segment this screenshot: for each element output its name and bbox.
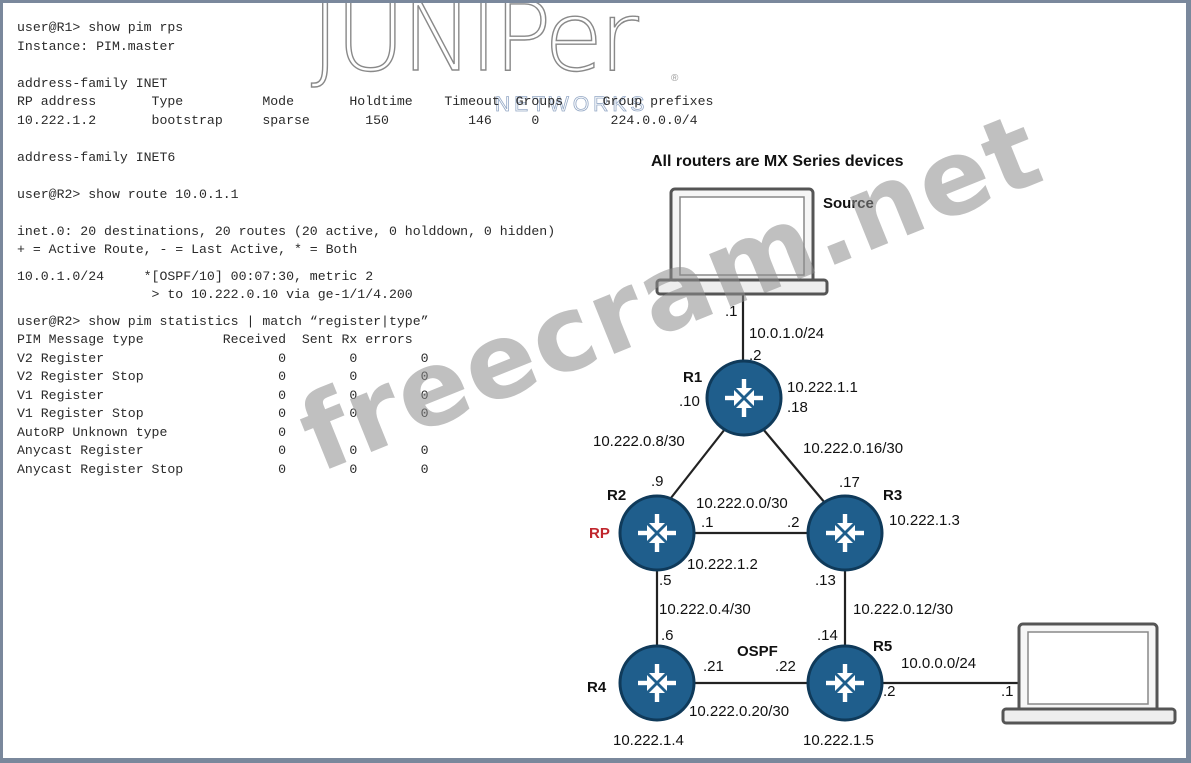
cli-line: user@R2> show pim statistics | match “re… [17, 313, 429, 329]
addr-r3-r2: .2 [787, 514, 800, 531]
addr-src-host: .1 [725, 303, 738, 320]
cli-line: V2 Register 0 0 0 [17, 350, 429, 366]
cli-line: AutoRP Unknown type 0 [17, 424, 287, 440]
router-icon-r3 [806, 494, 884, 572]
laptop-icon-receiver [1001, 622, 1177, 725]
subnet-src-r1: 10.0.1.0/24 [749, 325, 824, 342]
addr-r2-r1: .9 [651, 473, 664, 490]
addr-r3-r5: .13 [815, 572, 836, 589]
addr-r1-r3: .18 [787, 399, 808, 416]
router-name-r2: R2 [607, 487, 626, 504]
subnet-r3-r5: 10.222.0.12/30 [853, 601, 953, 618]
ospf-label: OSPF [737, 643, 778, 660]
cli-line: + = Active Route, - = Last Active, * = B… [17, 242, 358, 257]
subnet-r2-r3: 10.222.0.0/30 [696, 495, 788, 512]
cli-line: V2 Register Stop 0 0 0 [17, 369, 429, 384]
screenshot-frame: JUNIPer ® NETWORKS user@R1> show pim rps… [3, 3, 1186, 758]
network-diagram: Source .1 10.0.1.0/24 .2 R1 10.222.1.1 .… [587, 187, 1177, 749]
addr-r2-r4: .5 [659, 572, 672, 589]
router-name-r3: R3 [883, 487, 902, 504]
addr-r5-r4: .22 [775, 658, 796, 675]
cli-line: inet.0: 20 destinations, 20 routes (20 a… [17, 223, 556, 239]
addr-r1-r2: .10 [679, 393, 700, 410]
loopback-r1: 10.222.1.1 [787, 379, 858, 396]
links [655, 293, 1019, 685]
loopback-r3: 10.222.1.3 [889, 512, 960, 529]
cli-line: Anycast Register Stop 0 0 0 [17, 461, 429, 477]
router-name-r5: R5 [873, 638, 892, 655]
addr-r2-r3: .1 [701, 514, 714, 531]
router-icon-r2 [618, 494, 696, 572]
addr-r4-r2: .6 [661, 627, 674, 644]
cli-line: V1 Register Stop 0 0 0 [17, 406, 429, 421]
addr-r1-src: .2 [749, 347, 762, 364]
subnet-r1-r3: 10.222.0.16/30 [803, 440, 903, 457]
cli-line: V1 Register 0 0 0 [17, 387, 429, 403]
router-name-r4: R4 [587, 679, 607, 696]
cli-line: address-family INET [17, 75, 168, 91]
loopback-r4: 10.222.1.4 [613, 732, 684, 749]
cli-line: user@R2> show route 10.0.1.1 [17, 186, 239, 202]
loopback-r5: 10.222.1.5 [803, 732, 874, 749]
router-icon-r4 [618, 644, 696, 722]
cli-line: Instance: PIM.master [17, 38, 176, 54]
addr-r5-receiver: .2 [883, 683, 896, 700]
juniper-logo: JUNIPer [310, 3, 639, 93]
subnet-r4-r5: 10.222.0.20/30 [689, 703, 789, 720]
addr-r3-r1: .17 [839, 474, 860, 491]
router-name-r1: R1 [683, 369, 702, 386]
cli-line: user@R1> show pim rps [17, 20, 184, 35]
registered-mark: ® [671, 73, 679, 84]
addr-r5-r3: .14 [817, 627, 838, 644]
diagram-title: All routers are MX Series devices [651, 153, 904, 170]
cli-line: Anycast Register 0 0 0 [17, 443, 429, 458]
subnet-r1-r2: 10.222.0.8/30 [593, 433, 685, 450]
juniper-logo-networks: NETWORKS [495, 93, 649, 117]
subnet-r5-receiver: 10.0.0.0/24 [901, 655, 976, 672]
cli-line: 10.222.1.2 bootstrap sparse 150 146 0 22… [17, 112, 698, 128]
router-icon-r1 [705, 359, 783, 437]
cli-line: address-family INET6 [17, 149, 176, 165]
cli-line: PIM Message type Received Sent Rx errors [17, 332, 413, 347]
cli-line: > to 10.222.0.10 via ge-1/1/4.200 [17, 287, 413, 302]
addr-r4-r5: .21 [703, 658, 724, 675]
source-label: Source [823, 195, 874, 212]
cli-line: 10.0.1.0/24 *[OSPF/10] 00:07:30, metric … [17, 268, 374, 284]
laptop-icon-source [655, 187, 829, 296]
cli-line: RP address Type Mode Holdtime Timeout Gr… [17, 94, 714, 109]
link-r1-r3 [762, 428, 826, 504]
loopback-r2: 10.222.1.2 [687, 556, 758, 573]
subnet-r2-r4: 10.222.0.4/30 [659, 601, 751, 618]
addr-receiver-host: .1 [1001, 683, 1014, 700]
link-r1-r2 [666, 428, 726, 504]
rp-label: RP [589, 525, 610, 542]
router-icon-r5 [806, 644, 884, 722]
